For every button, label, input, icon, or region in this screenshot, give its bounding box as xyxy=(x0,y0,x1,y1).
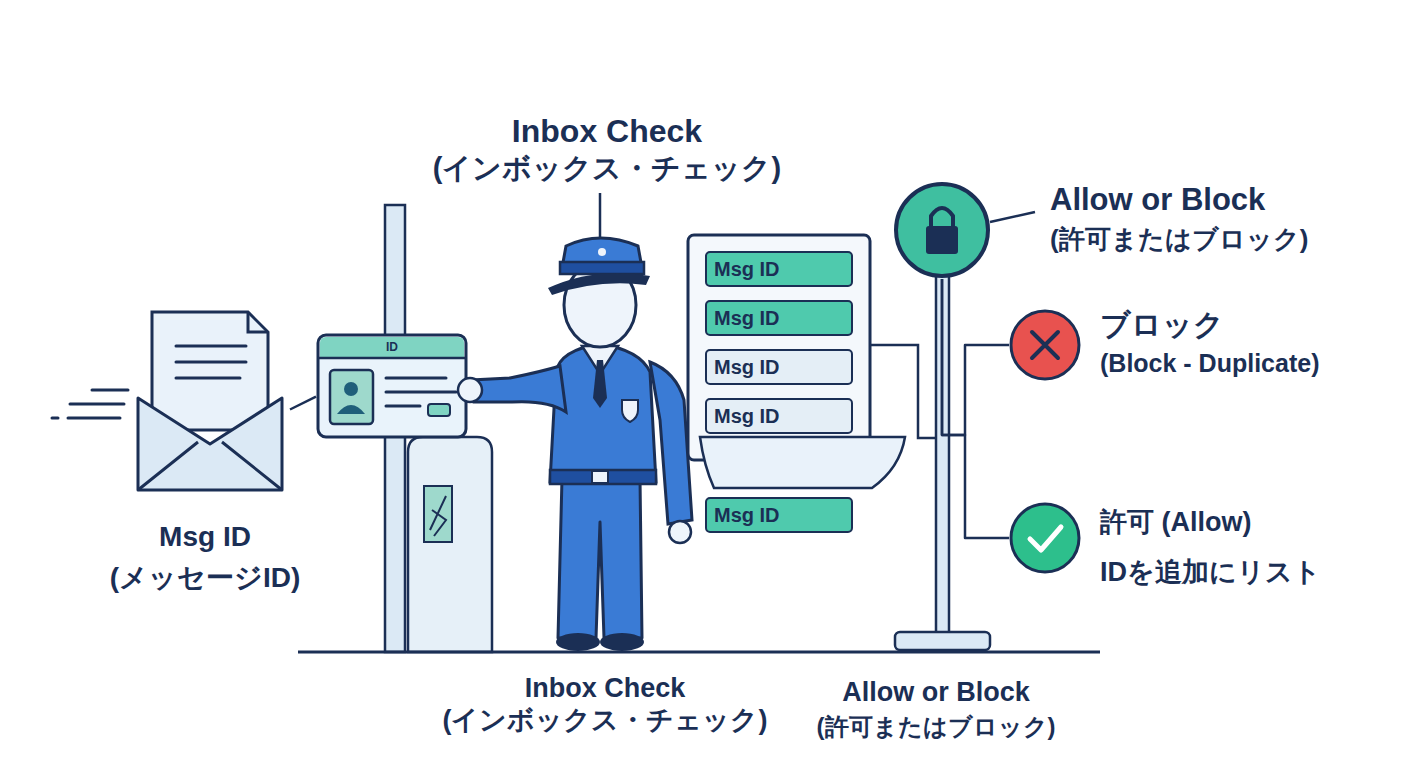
leader-line xyxy=(990,212,1035,222)
guard-legs xyxy=(558,478,642,638)
card-chip xyxy=(428,404,450,416)
node-text: IDを追加にリスト xyxy=(1100,556,1321,588)
envelope-flap xyxy=(138,442,282,490)
connector-line xyxy=(942,279,1009,435)
letter-line xyxy=(176,361,246,364)
turnstile-screen-mark xyxy=(430,496,446,536)
speed-line xyxy=(92,389,128,392)
block-circle-node: ブロック(Block - Duplicate) xyxy=(1009,309,1081,381)
speed-line xyxy=(70,403,124,406)
card-photo-body xyxy=(337,405,365,414)
node-text: Msg ID xyxy=(714,306,780,330)
node-text: (許可またはブロック) xyxy=(1050,224,1308,255)
node-text: Msg ID xyxy=(714,404,780,428)
guard-badge xyxy=(622,400,638,422)
node-text: Inbox Check xyxy=(512,112,702,150)
cross-mark xyxy=(1032,332,1058,358)
id-card: ID xyxy=(316,333,468,439)
guard-hat-band xyxy=(560,262,644,274)
caption-label: Inbox Check xyxy=(525,672,686,704)
envelope-shape xyxy=(130,305,290,495)
node-text: 許可 (Allow) xyxy=(1100,506,1251,538)
row-box xyxy=(706,399,852,433)
row-box xyxy=(706,498,852,532)
card-line xyxy=(386,405,420,408)
guard-hand xyxy=(669,521,691,543)
pole-base xyxy=(895,632,990,650)
turnstile-screen xyxy=(424,486,452,542)
allow-circle xyxy=(1011,504,1079,572)
lock-circle-node: Allow or Block(許可またはブロック) xyxy=(893,181,991,279)
list-paper-curl xyxy=(700,437,905,488)
node-text: (Block - Duplicate) xyxy=(1100,348,1319,378)
block-circle xyxy=(1011,311,1079,379)
list-panel xyxy=(688,235,870,460)
guard-hand xyxy=(458,378,482,402)
speed-line xyxy=(52,417,58,420)
letter-fold xyxy=(248,312,268,332)
card-header-line xyxy=(318,357,466,360)
caption-label: Allow or Block xyxy=(842,676,1030,708)
guard-hat-badge xyxy=(598,248,606,256)
letter-line xyxy=(176,377,240,380)
node-text: Allow or Block xyxy=(1050,181,1265,218)
letter-line xyxy=(176,345,246,348)
allow-circle-node: 許可 (Allow)IDを追加にリスト xyxy=(1009,502,1081,574)
card-body xyxy=(318,335,466,437)
letter-lines xyxy=(176,346,246,378)
speed-line xyxy=(68,417,120,420)
msg-id-row: Msg ID xyxy=(705,251,853,287)
node-text: ID xyxy=(386,340,398,354)
allow-shape xyxy=(1009,502,1081,574)
list-bracket xyxy=(870,345,937,438)
message-envelope: Msg ID(メッセージID) xyxy=(130,305,290,495)
caption-label: (インボックス・チェック) xyxy=(443,704,768,736)
guard-shape xyxy=(460,228,700,656)
node-text: Msg ID xyxy=(714,355,780,379)
letter-paper xyxy=(152,312,268,430)
card-line xyxy=(386,377,446,380)
caption-label: (許可またはブロック) xyxy=(817,713,1056,742)
check-mark xyxy=(1030,527,1061,550)
speed-lines xyxy=(52,390,128,418)
row-box xyxy=(706,301,852,335)
block-shape xyxy=(1009,309,1081,381)
msg-id-row: Msg ID xyxy=(705,349,853,385)
card-lines xyxy=(386,378,456,406)
card-line xyxy=(386,391,456,394)
guard-hat-brim xyxy=(548,273,650,295)
node-text: (メッセージID) xyxy=(110,561,301,595)
msg-id-row: Msg ID xyxy=(705,497,853,533)
msg-id-row: Msg ID xyxy=(705,300,853,336)
guard-tie xyxy=(593,360,607,408)
envelope-body xyxy=(138,398,282,490)
guard-shoe xyxy=(556,633,600,651)
guard-arm xyxy=(472,366,566,412)
ground-line xyxy=(298,651,1100,654)
node-text: Msg ID xyxy=(159,520,251,554)
guard-buckle xyxy=(592,471,608,483)
lock-circle xyxy=(896,184,988,276)
turnstile xyxy=(408,437,492,652)
node-text: Msg ID xyxy=(714,503,780,527)
card-photo-head xyxy=(344,382,358,396)
row-box xyxy=(706,350,852,384)
guard-belt xyxy=(550,470,656,484)
inbox-guard: Inbox Check(インボックス・チェック) xyxy=(460,228,700,656)
padlock-body xyxy=(926,226,958,254)
card-header xyxy=(320,337,464,358)
card-photo xyxy=(330,370,373,424)
leader-line xyxy=(599,193,602,238)
row-box xyxy=(706,252,852,286)
msg-id-row: Msg ID xyxy=(705,398,853,434)
node-text: Msg ID xyxy=(714,257,780,281)
connector-line xyxy=(290,397,316,410)
lock-shape xyxy=(893,181,991,279)
guard-arm xyxy=(650,362,692,524)
node-text: ブロック xyxy=(1100,307,1224,343)
node-text: (インボックス・チェック) xyxy=(433,151,781,186)
connector-line xyxy=(942,279,1009,538)
guard-shoe xyxy=(600,633,644,651)
